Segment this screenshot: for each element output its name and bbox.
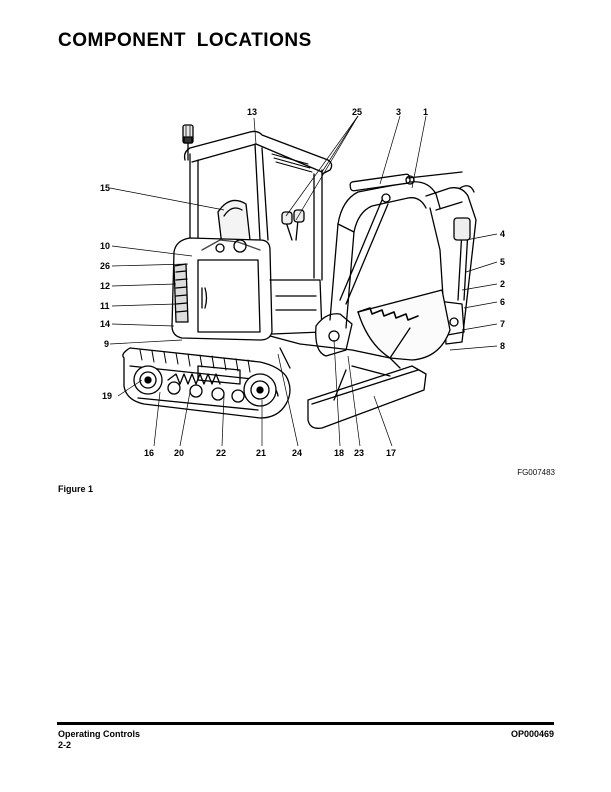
callout-24: 24 [292,448,303,458]
callout-9: 9 [104,339,110,349]
callout-8: 8 [500,341,506,351]
page-title: COMPONENT LOCATIONS [58,30,312,51]
figure-code: FG007483 [517,468,555,477]
callout-3: 3 [396,107,402,117]
callout-22: 22 [216,448,227,458]
excavator-illustration: 13 25 3 1 15 10 26 12 11 14 9 19 4 5 2 6… [90,100,530,470]
callout-2: 2 [500,279,506,289]
footer-page-number: 2-2 [58,740,72,750]
callout-1: 1 [423,107,429,117]
callout-26: 26 [100,261,111,271]
callout-11: 11 [100,301,110,311]
callout-12: 12 [100,281,111,291]
callout-21: 21 [256,448,267,458]
callout-19: 19 [102,391,113,401]
callout-18: 18 [334,448,345,458]
callout-16: 16 [144,448,155,458]
callout-4: 4 [500,229,506,239]
callout-13: 13 [247,107,258,117]
callout-17: 17 [386,448,397,458]
callout-7: 7 [500,319,506,329]
callout-23: 23 [354,448,365,458]
callout-25: 25 [352,107,363,117]
footer-doc-id: OP000469 [510,729,554,739]
callout-6: 6 [500,297,506,307]
footer-left: Operating Controls 2-2 [58,729,140,751]
callout-10: 10 [100,241,111,251]
callout-5: 5 [500,257,506,267]
excavator-drawing [109,115,498,447]
callout-15: 15 [100,183,111,193]
callout-20: 20 [174,448,185,458]
callout-14: 14 [100,319,111,329]
footer-divider [57,722,554,725]
figure-caption: Figure 1 [58,484,94,494]
footer-section-title: Operating Controls [58,729,141,739]
